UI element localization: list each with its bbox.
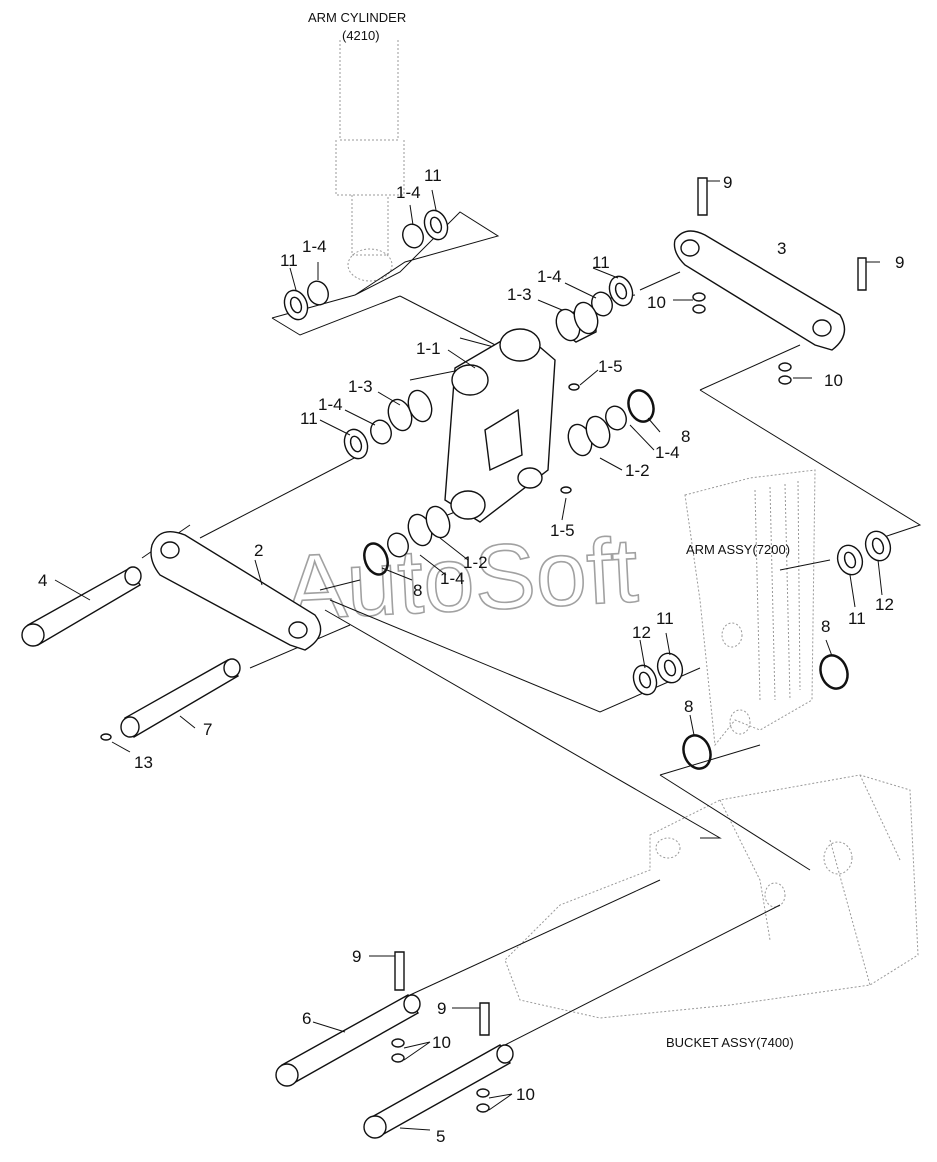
callout-1-4: 1-4 — [537, 267, 562, 286]
nuts — [100, 292, 792, 1113]
pin-5 — [363, 1044, 514, 1139]
callout-10: 10 — [824, 371, 843, 390]
callout-leaders — [54, 180, 883, 1131]
caption-arm-cylinder: ARM CYLINDER — [308, 10, 406, 25]
callout-1-2: 1-2 — [463, 553, 488, 572]
callout-12: 12 — [875, 595, 894, 614]
callout-9: 9 — [352, 947, 361, 966]
washers — [283, 209, 892, 696]
arm-assy-ghost — [684, 469, 816, 747]
callout-5: 5 — [436, 1127, 445, 1146]
callout-11: 11 — [656, 609, 674, 628]
callout-8: 8 — [681, 427, 690, 446]
callout-1-2: 1-2 — [625, 461, 650, 480]
callout-1-5: 1-5 — [550, 521, 575, 540]
callout-1-4: 1-4 — [396, 183, 421, 202]
pin-4 — [21, 566, 142, 647]
callout-9: 9 — [437, 999, 446, 1018]
callout-1-4: 1-4 — [302, 237, 327, 256]
caption-arm-assy: ARM ASSY(7200) — [686, 542, 790, 557]
caption-bucket-assy: BUCKET ASSY(7400) — [666, 1035, 794, 1050]
callout-6: 6 — [302, 1009, 311, 1028]
bushings — [387, 301, 611, 547]
callout-1-5: 1-5 — [598, 357, 623, 376]
callout-7: 7 — [203, 720, 212, 739]
callout-2: 2 — [254, 541, 263, 560]
callout-1-1: 1-1 — [416, 339, 441, 358]
o-rings — [363, 389, 849, 770]
pin-7 — [120, 658, 241, 738]
bucket-assy-ghost — [504, 774, 919, 1019]
pin-6 — [275, 994, 421, 1087]
callout-9: 9 — [723, 173, 732, 192]
callout-1-3: 1-3 — [507, 285, 532, 304]
caption-arm-cylinder-code: (4210) — [342, 28, 380, 43]
callout-1-3: 1-3 — [348, 377, 373, 396]
callout-1-4: 1-4 — [318, 395, 343, 414]
callout-3: 3 — [777, 239, 786, 258]
callout-8: 8 — [413, 581, 422, 600]
callout-8: 8 — [821, 617, 830, 636]
callout-11: 11 — [300, 409, 318, 428]
link-3 — [673, 230, 846, 351]
callout-11: 11 — [848, 609, 866, 628]
callout-1-4: 1-4 — [440, 569, 465, 588]
callouts: 11 1-4 1-4 11 9 3 9 10 10 11 1-4 1-3 1-1… — [38, 166, 904, 1146]
callout-13: 13 — [134, 753, 153, 772]
callout-8: 8 — [684, 697, 693, 716]
callout-10: 10 — [647, 293, 666, 312]
callout-1-4: 1-4 — [655, 443, 680, 462]
callout-10: 10 — [516, 1085, 535, 1104]
link-1-1 — [444, 328, 556, 523]
callout-4: 4 — [38, 571, 47, 590]
arm-cylinder-ghost — [335, 40, 405, 282]
callout-11: 11 — [280, 251, 298, 270]
callout-11: 11 — [424, 166, 442, 185]
bolts — [394, 177, 867, 1036]
callout-12: 12 — [632, 623, 651, 642]
callout-10: 10 — [432, 1033, 451, 1052]
link-2 — [150, 531, 322, 651]
callout-9: 9 — [895, 253, 904, 272]
callout-11: 11 — [592, 253, 610, 272]
